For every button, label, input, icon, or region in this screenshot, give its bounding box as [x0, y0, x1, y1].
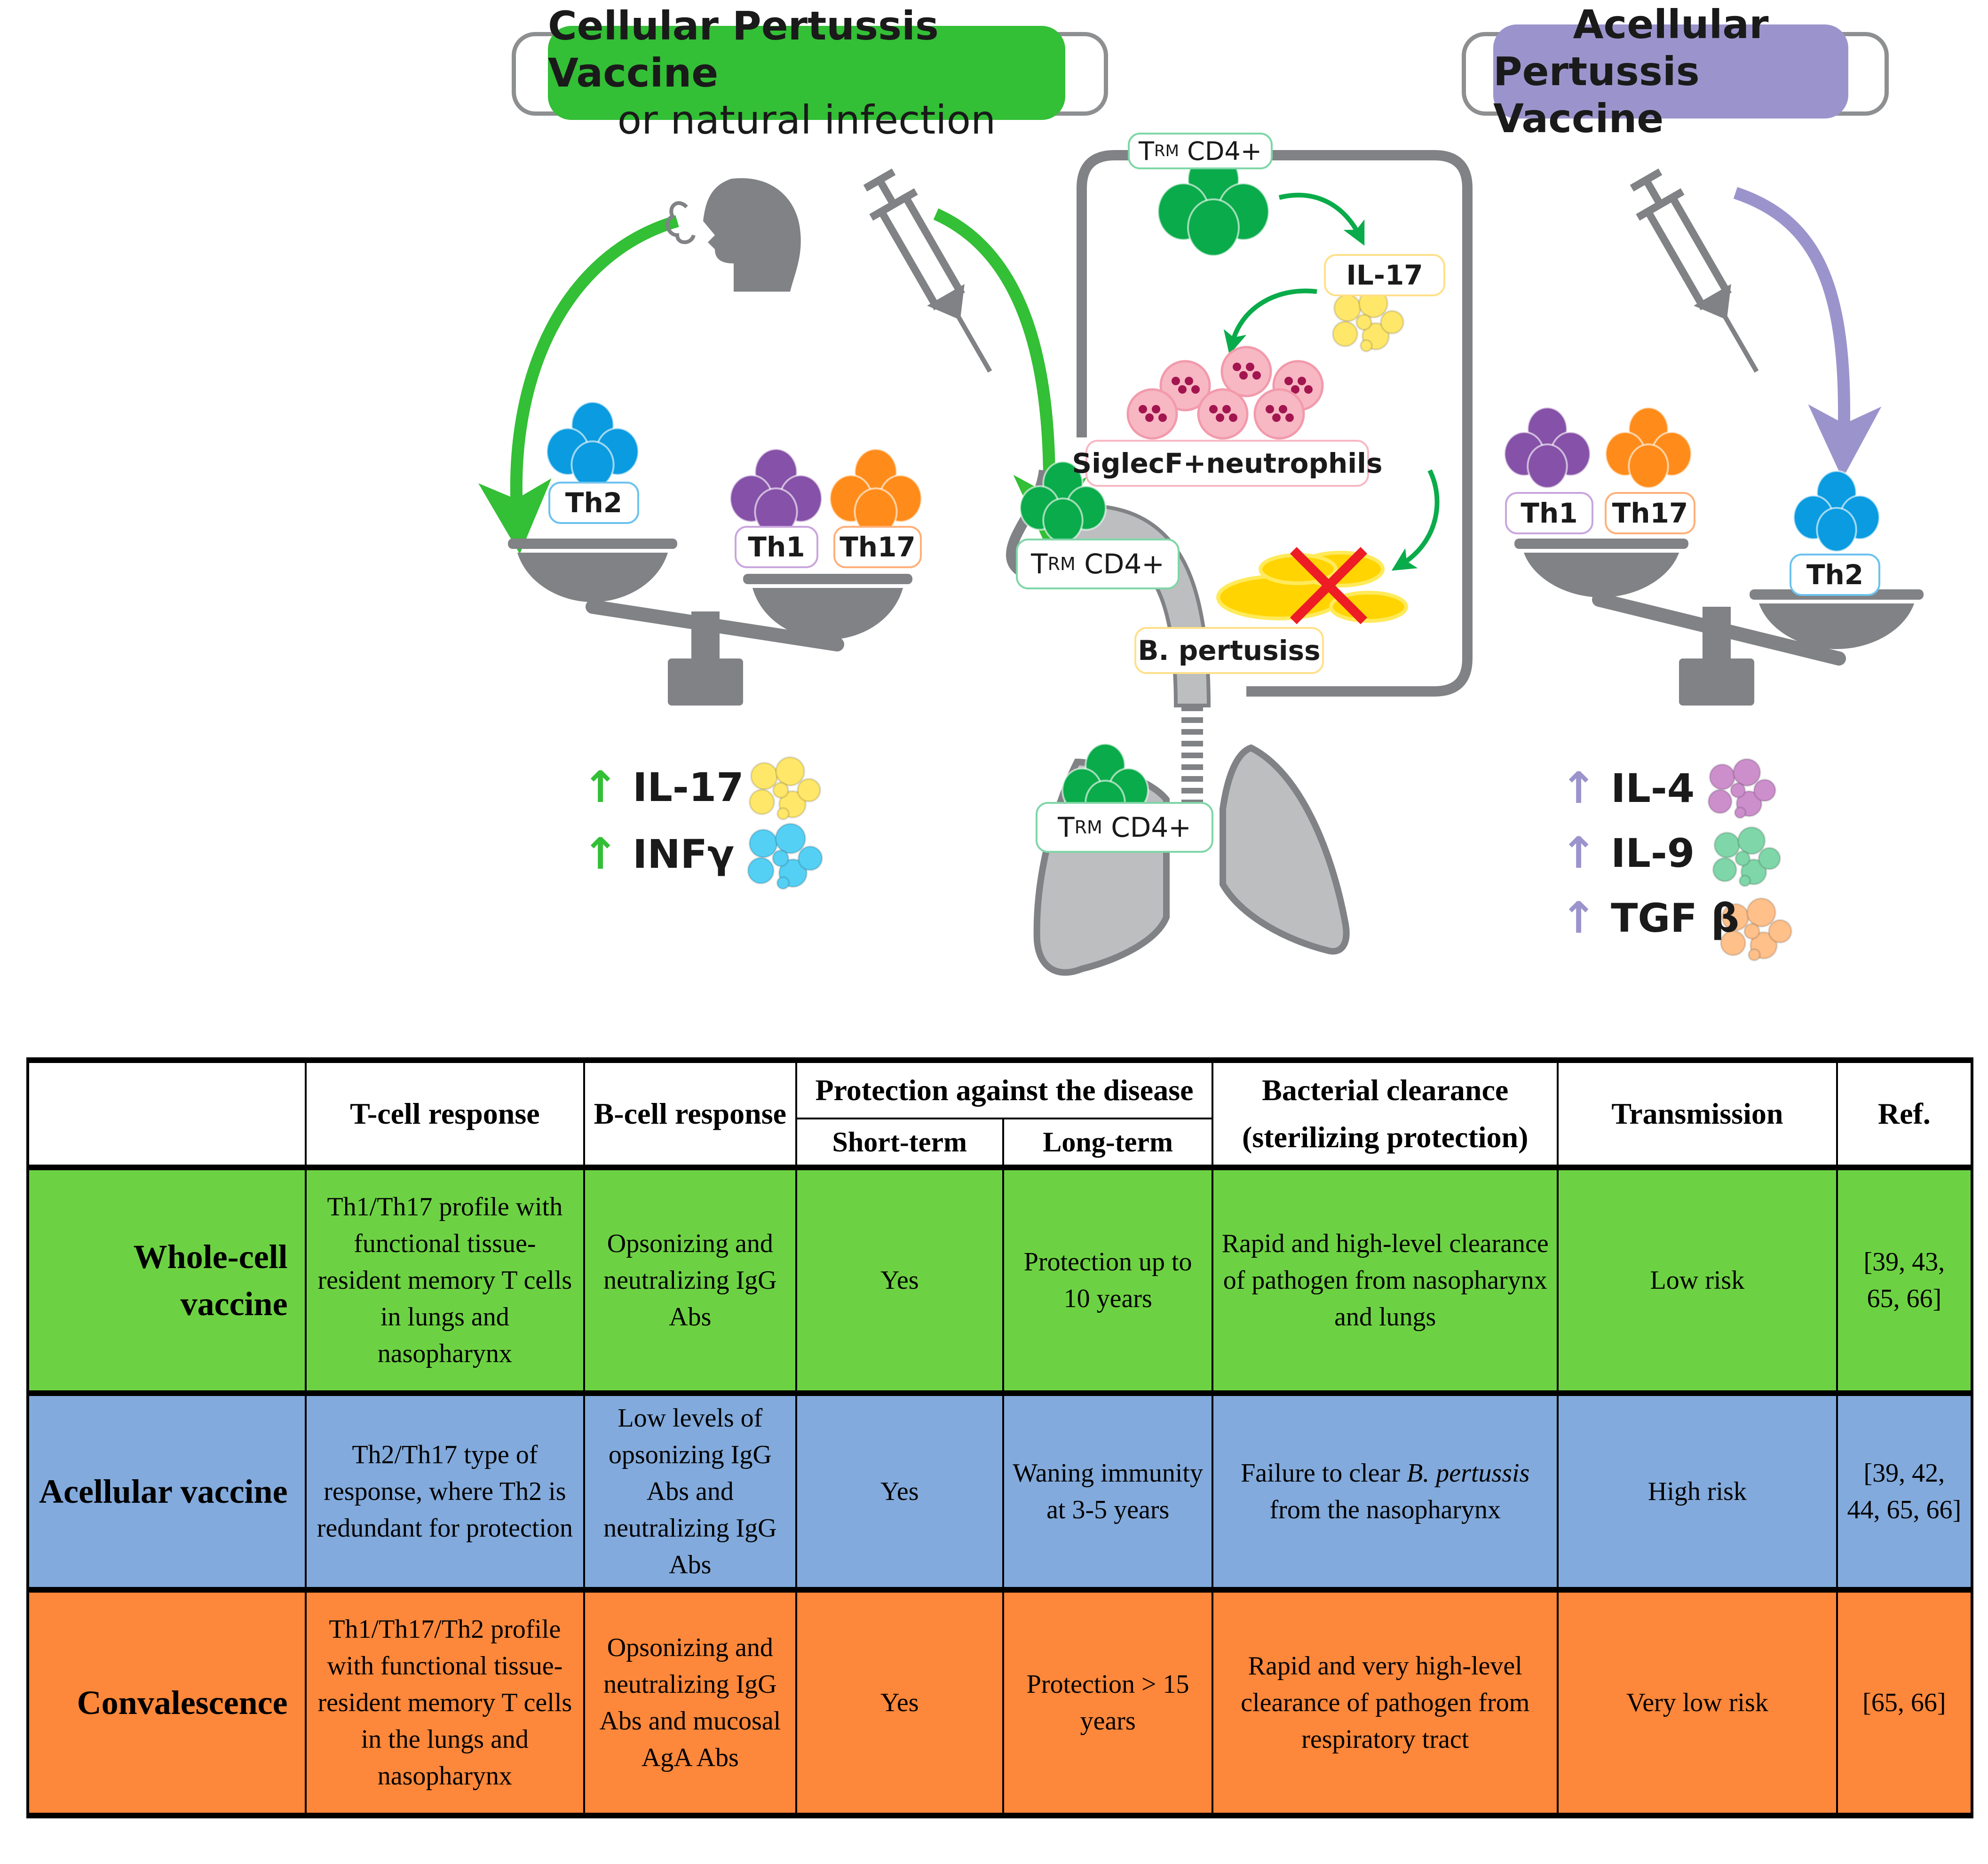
cell-clearance: Rapid and very high-level clearance of p… [1212, 1587, 1559, 1818]
cell-short-term: Yes [795, 1587, 1004, 1818]
up-arrow-icon: ↑ [1560, 763, 1597, 813]
label-il17-center: IL-17 [1324, 254, 1445, 296]
header-short-term: Short-term [795, 1118, 1004, 1168]
cell-bcell: Opsonizing and neutralizing IgG Abs and … [583, 1587, 797, 1818]
th17-cells-right [1604, 406, 1693, 489]
label-bacteria: B. pertusiss [1134, 627, 1324, 674]
syringe-icon-left [863, 168, 992, 373]
row-label: Convalescence [26, 1587, 307, 1818]
header-long-term: Long-term [1002, 1118, 1214, 1168]
label-th2-right: Th2 [1790, 554, 1880, 596]
up-arrow-icon: ↑ [582, 762, 619, 812]
cell-transmission: Very low risk [1557, 1587, 1838, 1818]
header-empty [26, 1057, 307, 1168]
cell-ref: [39, 42, 44, 65, 66] [1836, 1390, 1974, 1591]
infg-left-blobs [747, 823, 823, 890]
right-header: Acellular Pertussis Vaccine [1493, 1, 1848, 142]
il17-left-blobs [749, 756, 821, 820]
syringe-icon-right [1630, 168, 1759, 373]
trm-to-il17-arrow [1278, 192, 1365, 246]
il4-right-blobs [1707, 758, 1777, 819]
header-protection: Protection against the disease [795, 1057, 1214, 1119]
cell-bcell: Low levels of opsonizing IgG Abs and neu… [583, 1390, 797, 1591]
label-th1-right: Th1 [1505, 492, 1593, 534]
cell-clearance: Failure to clear B. pertussis from the n… [1212, 1390, 1559, 1591]
balance-scale-left [508, 539, 912, 706]
vaccine-comparison-table: T-cell response B-cell response Protecti… [26, 1057, 1974, 1818]
cross-icon [1290, 547, 1368, 625]
cell-ref: [65, 66] [1836, 1587, 1974, 1818]
cytokine-il17-left: ↑ IL-17 [582, 762, 744, 812]
label-th17-left: Th17 [833, 526, 922, 568]
person-head-icon [665, 178, 801, 292]
right-header-line1: Acellular [1573, 1, 1769, 48]
label-neutrophils: SiglecF+neutrophils [1072, 440, 1383, 487]
th17-cells-left [829, 448, 923, 536]
cell-long-term: Waning immunity at 3-5 years [1002, 1390, 1214, 1591]
cytokine-il4-right: ↑ IL-4 [1560, 763, 1695, 813]
cell-bcell: Opsonizing and neutralizing IgG Abs [583, 1165, 797, 1394]
up-arrow-icon: ↑ [582, 829, 619, 879]
cell-clearance: Rapid and high-level clearance of pathog… [1212, 1165, 1559, 1394]
cell-transmission: High risk [1557, 1390, 1838, 1591]
cell-short-term: Yes [795, 1390, 1004, 1591]
trm-cells-nose [1019, 460, 1107, 543]
label-th17-right: Th17 [1605, 492, 1695, 534]
immune-response-diagram: Cellular Pertussis Vaccine or natural in… [478, 1, 1924, 976]
cell-transmission: Low risk [1557, 1165, 1838, 1394]
header-clearance: Bacterial clearance (sterilizing protect… [1212, 1057, 1559, 1168]
th2-cells-right [1792, 470, 1881, 553]
header-ref: Ref. [1836, 1057, 1974, 1168]
up-arrow-icon: ↑ [1560, 828, 1597, 878]
label-th2-left: Th2 [548, 482, 639, 524]
right-header-line2: Pertussis Vaccine [1493, 48, 1700, 142]
cell-ref: [39, 43, 65, 66] [1836, 1165, 1974, 1394]
il9-right-blobs [1712, 826, 1782, 888]
th2-cells-left [546, 401, 640, 489]
table-row-convalescence: Convalescence Th1/Th17/Th2 profile with … [26, 1587, 1974, 1818]
il17-to-neutrophil-arrow [1223, 288, 1317, 355]
infection-arrow [478, 215, 679, 554]
mechanism-frame [1077, 150, 1473, 697]
cytokine-tgfb-right: ↑ TGF β [1560, 893, 1740, 943]
header-bcell: B-cell response [583, 1057, 797, 1168]
up-arrow-icon: ↑ [1560, 893, 1597, 943]
cell-tcell: Th2/Th17 type of response, where Th2 is … [304, 1390, 586, 1591]
label-th1-left: Th1 [735, 526, 818, 568]
th1-cells-right [1503, 406, 1592, 489]
vaccine-arrow-left [933, 208, 1087, 549]
row-label: Acellular vaccine [26, 1390, 307, 1591]
row-label: Whole-cell vaccine [26, 1165, 307, 1394]
table-row-acellular: Acellular vaccine Th2/Th17 type of respo… [26, 1390, 1974, 1591]
header-transmission: Transmission [1557, 1057, 1838, 1168]
tgfb-right-blobs [1720, 897, 1792, 961]
il17-center-blobs [1332, 288, 1404, 352]
neutrophil-to-bacteria-arrow [1391, 469, 1440, 571]
left-header-line2: or natural infection [617, 97, 996, 143]
neutrophil-cells [1126, 346, 1324, 440]
cytokine-il9-right: ↑ IL-9 [1560, 828, 1695, 878]
cell-long-term: Protection > 15 years [1002, 1587, 1214, 1818]
balance-scale-right [1514, 539, 1924, 706]
table-row-whole-cell: Whole-cell vaccine Th1/Th17 profile with… [26, 1165, 1974, 1394]
cell-tcell: Th1/Th17/Th2 profile with functional tis… [304, 1587, 586, 1818]
left-header: Cellular Pertussis Vaccine or natural in… [548, 3, 1065, 143]
vaccine-arrow-right [1733, 187, 1882, 479]
diagram-artwork [478, 150, 1924, 976]
right-lung [1220, 744, 1350, 955]
left-header-line1: Cellular Pertussis Vaccine [548, 3, 939, 96]
cytokine-infg-left: ↑ INFγ [582, 829, 735, 879]
header-tcell: T-cell response [304, 1057, 586, 1168]
cell-tcell: Th1/Th17 profile with functional tissue-… [304, 1165, 586, 1394]
th1-cells-left [729, 448, 823, 536]
cell-short-term: Yes [795, 1165, 1004, 1394]
cell-long-term: Protection up to 10 years [1002, 1165, 1214, 1394]
